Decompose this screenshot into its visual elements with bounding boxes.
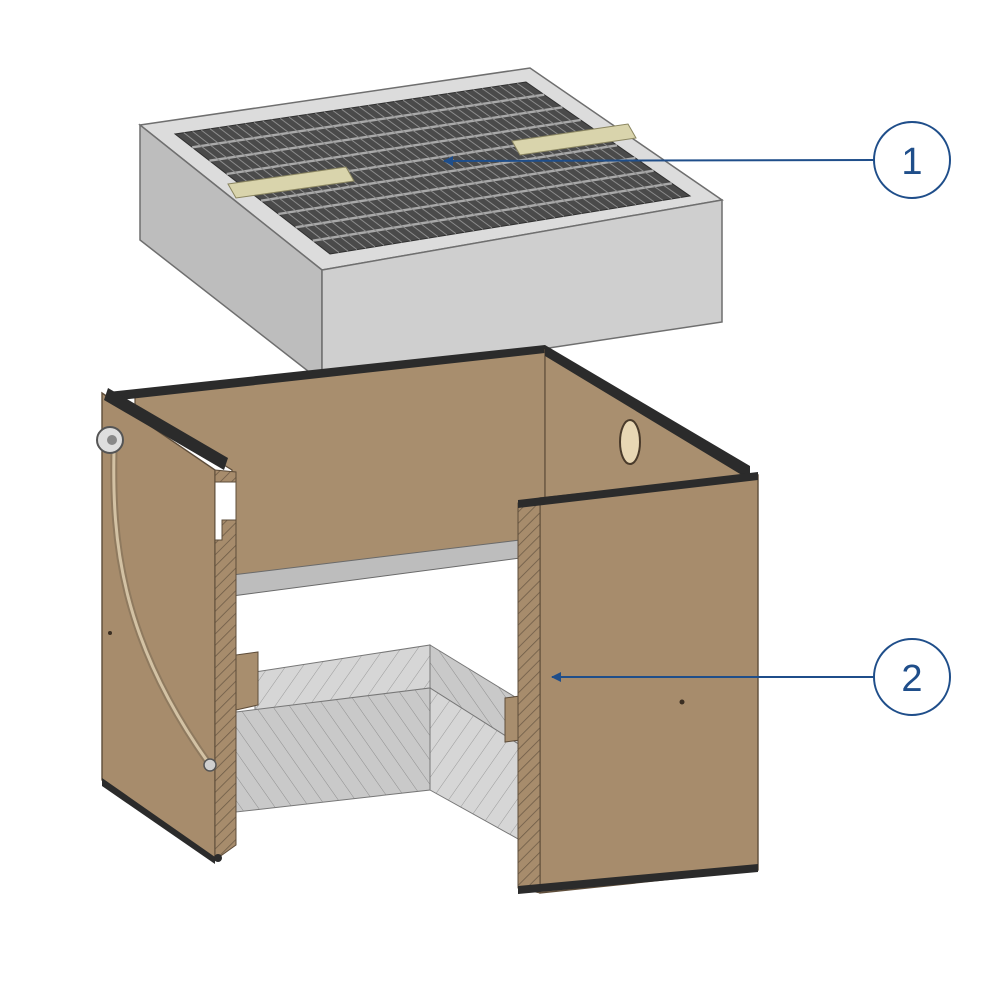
grille-slat (288, 116, 448, 236)
cabinet-back-top-edge (108, 345, 545, 400)
callout-balloon-2 (873, 638, 951, 716)
hose-fitting-core (107, 435, 117, 445)
callout-number-2: 2 (901, 658, 922, 700)
callout-1: 1 (443, 121, 951, 199)
tray-foot-block-left (235, 651, 259, 711)
grille-slat (306, 114, 466, 233)
panel-screw-right (679, 699, 685, 705)
callout-balloon-1 (873, 121, 951, 199)
cabinet-right-front-cut-edge (517, 497, 541, 894)
cable-hole (619, 419, 641, 465)
grille-slat (420, 97, 583, 214)
filter-strap-right (511, 123, 637, 156)
cabinet-right-top-edge (545, 345, 750, 480)
drain-hose-highlight (112, 448, 212, 767)
grille-slat (358, 106, 520, 224)
cabinet-left-bottom-edge (102, 778, 215, 864)
cabinet-right-front-bottom-edge (518, 864, 758, 894)
grille-slat (394, 101, 556, 219)
grille-slat (402, 99, 565, 217)
hose-end-fitting (203, 758, 217, 772)
panel-screw-left (108, 631, 112, 635)
grille-slat (411, 98, 574, 216)
grille-slat (341, 108, 502, 227)
filter-strap-left (227, 166, 355, 199)
cabinet-left-side-cut-edge (214, 469, 237, 861)
cabinet-right-front-panel (539, 474, 759, 894)
filter-grille-box (138, 67, 724, 384)
grille-slat (376, 103, 538, 222)
cabinet-left-notch (214, 481, 237, 541)
callout-number-1: 1 (901, 141, 922, 183)
panel-foot-left (214, 854, 222, 862)
leader-line-1 (443, 155, 875, 166)
grille-slat (297, 115, 457, 235)
callout-2: 2 (551, 638, 951, 716)
grille-slat (332, 110, 493, 229)
cabinet-left-top-edge (104, 388, 228, 470)
grille-slat (280, 117, 439, 238)
grille-slat (323, 111, 484, 230)
cabinet-assembly (96, 345, 759, 894)
grille-slat (315, 112, 475, 232)
filter-right-face (321, 199, 723, 383)
cabinet-right-front-top-edge (518, 472, 758, 508)
grille-slat (350, 107, 511, 226)
grille-slat (429, 95, 592, 213)
